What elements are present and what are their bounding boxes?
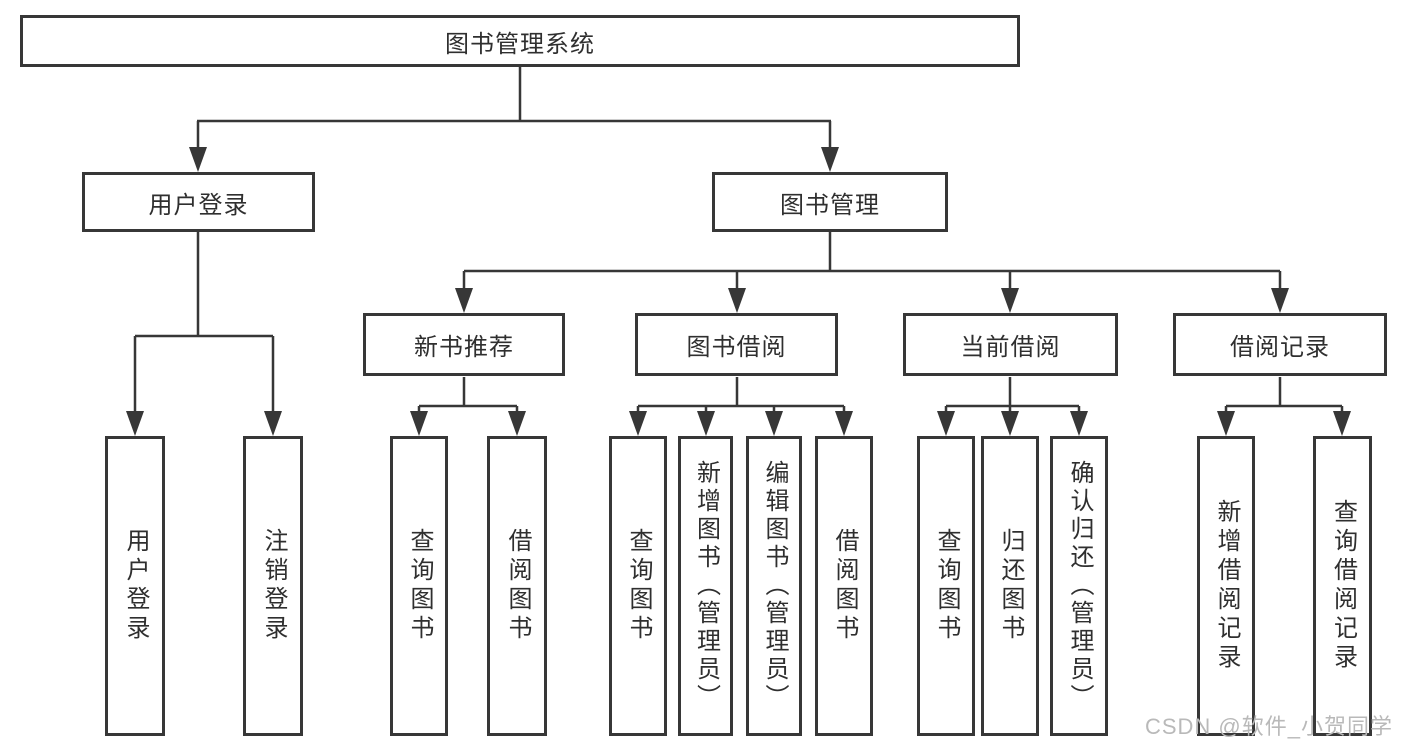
connector-bookmgmt-to-level3 [462,232,1282,291]
connector-bookborrow-to-leaves [636,377,846,414]
arrowhead [508,411,526,436]
arrowhead [821,147,839,172]
arrowhead [629,411,647,436]
arrowhead [1070,411,1088,436]
connector-records-to-leaves [1224,377,1344,414]
leaf-user-login: 用户登录 [105,436,165,736]
arrowhead [1217,411,1235,436]
node-book-management: 图书管理 [712,172,948,232]
arrowhead [1333,411,1351,436]
node-borrow-records: 借阅记录 [1173,313,1387,376]
connector-currentborrow-to-leaves [944,377,1081,414]
arrowhead [264,411,282,436]
csdn-watermark: CSDN @软件_小贺同学 [1144,714,1393,739]
leaf-nbr-query-books: 查询图书 [390,436,448,736]
leaf-cb-return-books: 归还图书 [981,436,1039,736]
connector-newbook-to-leaves [417,377,519,414]
arrowhead [1001,411,1019,436]
node-book-borrow: 图书借阅 [635,313,838,376]
leaf-bb-add-books-admin: 新增图书（管理员） [678,436,733,736]
arrowhead [697,411,715,436]
node-user-login: 用户登录 [82,172,315,232]
arrowhead [410,411,428,436]
arrowhead [126,411,144,436]
leaf-bb-borrow-books: 借阅图书 [815,436,873,736]
leaf-bb-edit-books-admin: 编辑图书（管理员） [746,436,802,736]
arrowhead [937,411,955,436]
leaf-cb-query-books: 查询图书 [917,436,975,736]
leaf-br-add-record: 新增借阅记录 [1197,436,1255,736]
arrowhead [455,288,473,313]
arrowhead [1271,288,1289,313]
node-new-book-recommend: 新书推荐 [363,313,565,376]
arrowhead [1001,288,1019,313]
leaf-bb-query-books: 查询图书 [609,436,667,736]
leaf-cb-confirm-return-admin: 确认归还（管理员） [1050,436,1108,736]
arrowhead [765,411,783,436]
arrowhead [835,411,853,436]
node-library-system: 图书管理系统 [20,15,1020,67]
arrowhead [728,288,746,313]
leaf-br-query-record: 查询借阅记录 [1313,436,1372,736]
arrowhead [189,147,207,172]
leaf-nbr-borrow-books: 借阅图书 [487,436,547,736]
connector-root-to-level2 [196,67,832,150]
arrowheads [126,147,1351,436]
connector-userlogin-to-leaves [133,232,275,414]
node-current-borrow: 当前借阅 [903,313,1118,376]
leaf-logout-login: 注销登录 [243,436,303,736]
